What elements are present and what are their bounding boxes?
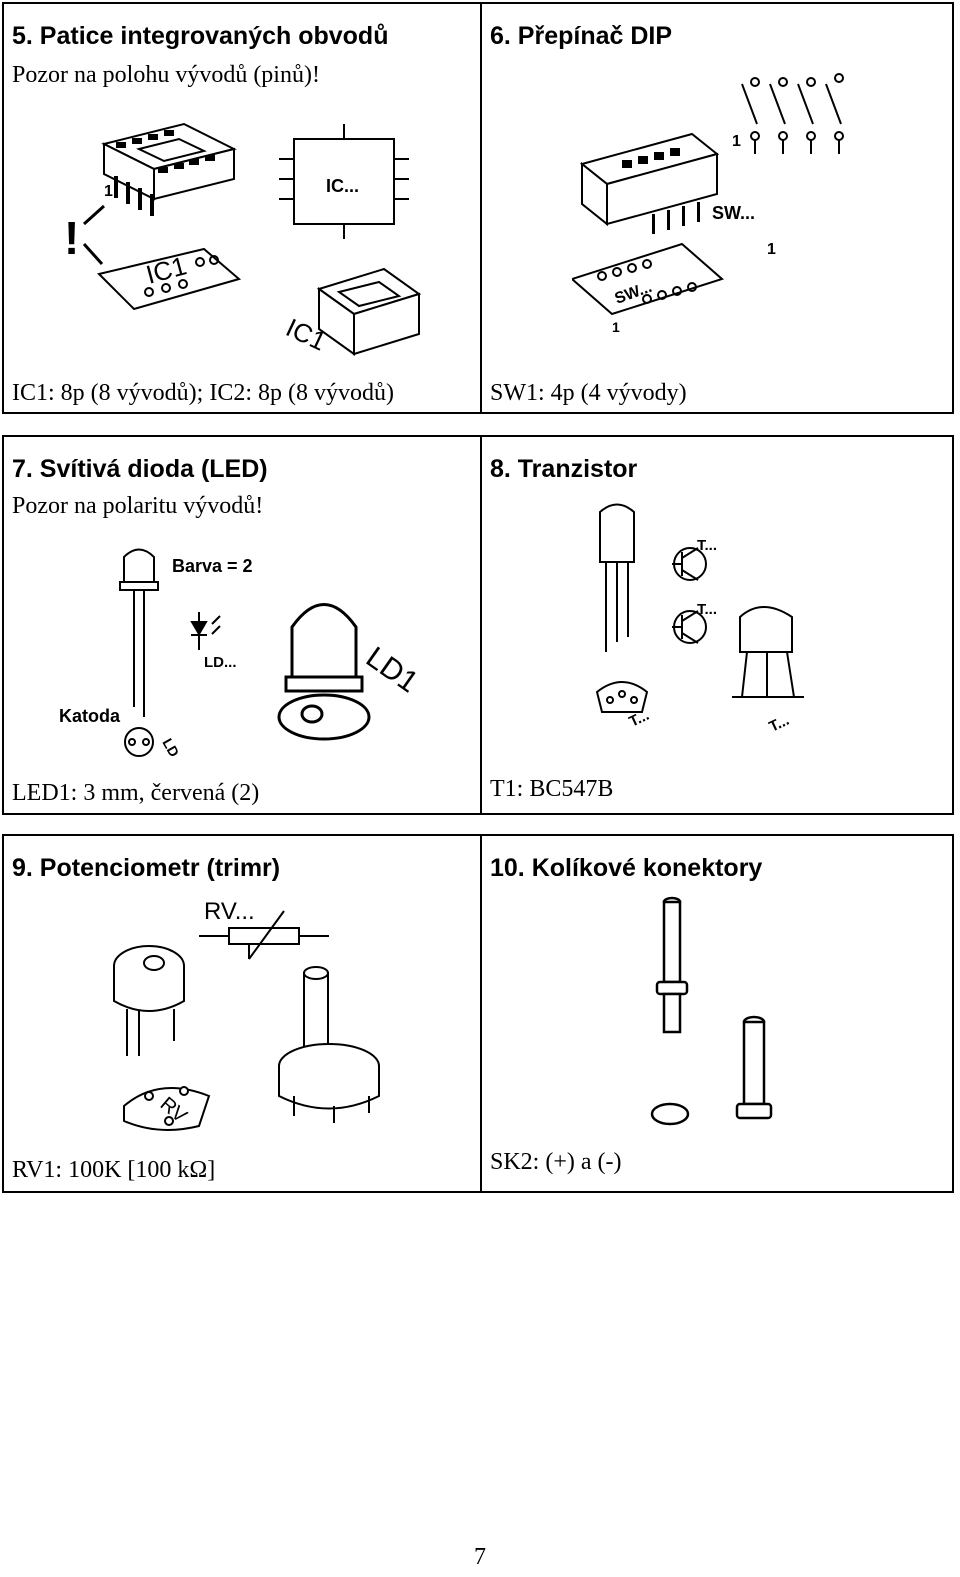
dip-switch-figure: 1 SW... 1 — [572, 64, 872, 344]
ld1-label: LD1 — [360, 641, 424, 700]
warning-label: ! — [64, 212, 79, 264]
section-note: Pozor na polaritu vývodů! — [12, 493, 264, 519]
ld-label: LD... — [204, 654, 237, 671]
section-title: 9. Potenciometr (trimr) — [12, 854, 281, 882]
sw-label: SW... — [712, 203, 755, 223]
section-caption: LED1: 3 mm, červená (2) — [12, 780, 260, 806]
t3-label: T... — [627, 707, 652, 731]
pin1-label: 1 — [732, 133, 741, 150]
section-note: Pozor na polohu vývodů (pinů)! — [12, 62, 320, 88]
cell-led: 7. Svítivá dioda (LED) Pozor na polaritu… — [4, 437, 482, 813]
t1-label: T... — [697, 537, 717, 554]
section-title: 10. Kolíkové konektory — [490, 854, 763, 882]
section-caption: IC1: 8p (8 vývodů); IC2: 8p (8 vývodů) — [12, 380, 394, 406]
rv-label: RV... — [204, 898, 255, 925]
potentiometer-figure: RV... RV — [99, 891, 399, 1131]
component-row-3: 9. Potenciometr (trimr) RV... — [2, 834, 954, 1193]
section-caption: T1: BC547B — [490, 776, 614, 802]
page-number: 7 — [474, 1544, 486, 1570]
pin1-pcb-label: 1 — [767, 241, 776, 258]
cell-ic-sockets: 5. Patice integrovaných obvodů Pozor na … — [4, 4, 482, 412]
section-caption: SK2: (+) a (-) — [490, 1149, 622, 1175]
section-title: 5. Patice integrovaných obvodů — [12, 22, 389, 50]
t4-label: T... — [767, 712, 792, 736]
t2-label: T... — [697, 601, 717, 618]
pin1-board-label: 1 — [612, 319, 620, 335]
pin1-label: 1 — [104, 183, 113, 200]
ic-label: IC... — [326, 176, 359, 196]
led-figure: Barva = 2 LD... Katoda LD — [54, 542, 434, 767]
section-caption: SW1: 4p (4 vývody) — [490, 380, 687, 406]
component-row-1: 5. Patice integrovaných obvodů Pozor na … — [2, 2, 954, 414]
section-title: 7. Svítivá dioda (LED) — [12, 455, 268, 483]
transistor-figure: T... T... T... T... — [582, 492, 842, 742]
cell-potentiometer: 9. Potenciometr (trimr) RV... — [4, 836, 482, 1191]
cell-dip-switch: 6. Přepínač DIP 1 — [482, 4, 952, 412]
pin-connector-figure — [642, 894, 802, 1134]
section-caption: RV1: 100K [100 kΩ] — [12, 1157, 216, 1183]
section-title: 6. Přepínač DIP — [490, 22, 673, 50]
cathode-label: Katoda — [59, 706, 121, 726]
component-row-2: 7. Svítivá dioda (LED) Pozor na polaritu… — [2, 435, 954, 815]
ld-pcb-label: LD — [159, 736, 182, 760]
color-label: Barva = 2 — [172, 556, 253, 576]
cell-pin-connectors: 10. Kolíkové konektory SK2: (+) a — [482, 836, 952, 1191]
ic-socket-figure: 1 ! IC1 IC... — [54, 114, 434, 364]
cell-transistor: 8. Tranzistor T... T... — [482, 437, 952, 813]
section-title: 8. Tranzistor — [490, 455, 638, 483]
